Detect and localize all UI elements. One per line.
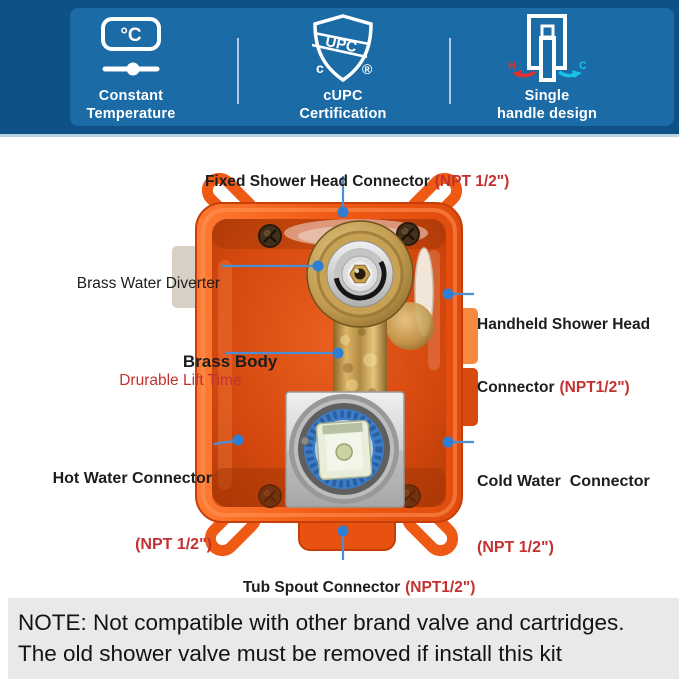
note-line-2: The old shower valve must be removed if … <box>18 641 562 666</box>
banner-divider <box>449 38 451 104</box>
feature-label-line: Certification <box>299 106 387 122</box>
feature-constant-temperature: °C Constant Temperature <box>41 14 221 123</box>
feature-label-line: handle design <box>496 106 598 122</box>
slider-dot <box>126 62 140 76</box>
npt-size: (NPT1/2") <box>405 579 476 596</box>
callout-label: Handheld Shower Head <box>477 316 651 333</box>
callout-brass-body: Brass Body <box>164 332 277 392</box>
degree-c-text: °C <box>120 25 142 46</box>
callout-dot <box>337 206 349 218</box>
brass-body-pipe <box>333 316 387 402</box>
feature-label: Single handle design <box>497 87 597 123</box>
feature-label-line: cUPC <box>323 88 363 104</box>
callout-label: Hot Water Connector <box>52 470 212 487</box>
registered-mark-text: ® <box>362 61 373 77</box>
callout-tub-spout: Tub Spout Connector(NPT1/2") <box>0 561 679 615</box>
npt-size: (NPT 1/2") <box>434 173 510 190</box>
callout-dot <box>232 434 244 446</box>
thermostat-icon: °C <box>99 14 163 82</box>
callout-dot <box>442 436 454 448</box>
hot-arrow <box>512 70 522 78</box>
feature-label: Constant Temperature <box>87 87 176 123</box>
callout-handheld-shower-head: Handheld Shower Head Connector(NPT1/2") <box>477 272 650 440</box>
note-box: NOTE: Not compatible with other brand va… <box>8 598 679 679</box>
callout-dot <box>337 525 349 537</box>
feature-label-line: Constant <box>98 88 164 104</box>
npt-size: (NPT 1/2") <box>477 539 554 556</box>
cupc-shield-icon: UPC c ® <box>310 14 376 82</box>
cold-arrow <box>572 70 582 78</box>
callout-cold-water: Cold Water Connector (NPT 1/2") <box>477 427 650 603</box>
callout-lines <box>213 176 474 560</box>
cartridge-assembly <box>285 391 405 508</box>
feature-label-line: Single <box>524 88 570 104</box>
callout-brass-water-diverter: Brass Water Diverter <box>60 257 220 311</box>
cartridge-socket <box>315 419 373 481</box>
upc-band-text: UPC <box>324 33 359 56</box>
brass-diverter <box>306 220 414 328</box>
callout-brass-body-sub: Drurable Lift Time <box>102 354 242 408</box>
npt-size: (NPT 1/2") <box>135 536 212 553</box>
callout-sublabel: Drurable Lift Time <box>119 372 242 389</box>
callout-dot <box>442 288 454 300</box>
cold-mark-text: C <box>579 60 586 72</box>
callout-hot-water: Hot Water Connector (NPT 1/2") <box>53 424 212 600</box>
callout-label: Brass Body <box>182 352 278 371</box>
feature-cupc-certification: UPC c ® cUPC Certification <box>253 14 433 123</box>
callout-fixed-shower-head: Fixed Shower Head Connector(NPT 1/2") <box>0 155 679 209</box>
callout-dot <box>332 347 344 359</box>
note-line-1: NOTE: Not compatible with other brand va… <box>18 610 625 635</box>
callout-label: Connector(NPT1/2") <box>477 377 650 398</box>
callout-label-text: Connector <box>477 379 555 396</box>
banner-divider <box>237 38 239 104</box>
callout-label: Brass Water Diverter <box>76 275 220 292</box>
feature-label-line: Temperature <box>86 106 176 122</box>
callout-label: Tub Spout Connector <box>242 579 401 596</box>
npt-size: (NPT1/2") <box>559 379 630 396</box>
callout-label: Cold Water Connector <box>477 473 650 490</box>
left-side-tab <box>172 246 200 308</box>
single-handle-icon: H C <box>508 14 586 82</box>
feature-label: cUPC Certification <box>299 87 386 123</box>
feature-banner: °C Constant Temperature UPC c ® <box>0 0 679 137</box>
feature-single-handle: H C Single handle design <box>457 14 637 123</box>
handheld-port <box>386 302 434 350</box>
hot-mark-text: H <box>508 60 516 72</box>
callout-label: Fixed Shower Head Connector <box>204 173 430 190</box>
callout-dot <box>312 260 324 272</box>
c-mark-text: c <box>316 60 324 76</box>
